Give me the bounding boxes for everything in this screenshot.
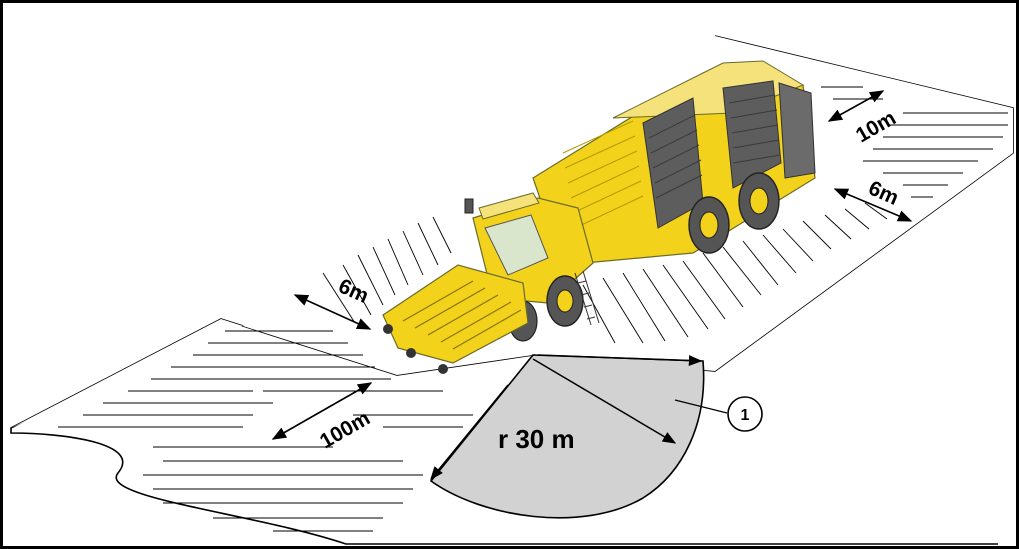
safety-zone-diagram: r 30 m 1 6m 10m 6m 100m (10, 35, 1014, 545)
dim-arrow-6m-right (833, 188, 913, 222)
hatching-side (322, 202, 888, 344)
field-area-outline (10, 35, 1014, 545)
radius-arrow-top (537, 354, 703, 366)
harvester-illustration (382, 60, 816, 374)
hazard-zone-sector (429, 354, 705, 519)
dim-arrow-6m-left (293, 294, 372, 330)
dim-arrow-100m (271, 382, 373, 440)
hatching-rear (821, 86, 1008, 198)
callout-number: 1 (741, 407, 750, 424)
hatching-front (58, 330, 473, 532)
radius-label: r 30 m (498, 424, 575, 454)
radius-arrow-left (430, 384, 509, 481)
callout-circle (727, 396, 763, 432)
radius-arrow-right (532, 358, 677, 444)
callout-leader (674, 399, 728, 414)
dim-arrow-10m (827, 90, 885, 122)
dim-label-100m: 100m (316, 407, 374, 454)
